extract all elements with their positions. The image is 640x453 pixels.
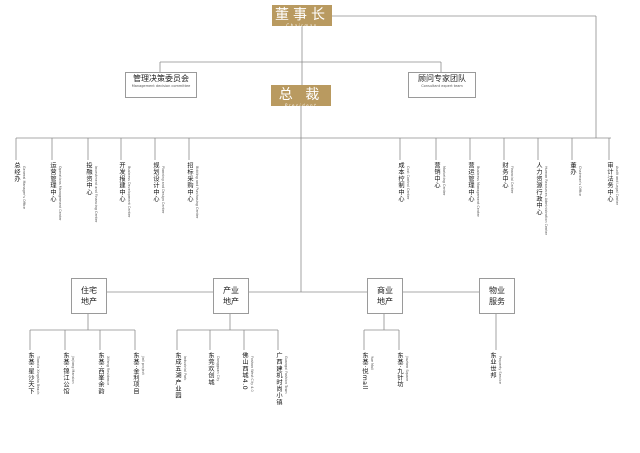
project-ind-0: 东成五湖产业园 bbox=[174, 352, 181, 399]
project-ind-2: 佛山西城4.0 bbox=[241, 352, 248, 391]
dept-chairman-0: 董办 bbox=[569, 162, 576, 176]
project-ind-3: 广西建机时尚小镇 bbox=[275, 352, 282, 406]
dept-right-0: 成本控制中心 bbox=[397, 162, 404, 203]
dept-left-0: 总经办 bbox=[13, 162, 20, 183]
consultants-title: 顾问专家团队 bbox=[418, 74, 466, 83]
group-property-box: 物业 服务 bbox=[479, 278, 515, 314]
project-res-0-en: Tianxia Xingsha Beach bbox=[36, 356, 40, 395]
chairman-subtitle: Chairman bbox=[286, 23, 318, 28]
group-commercial-label: 商业 地产 bbox=[377, 286, 393, 306]
project-res-0: 东基·星沙天下 bbox=[27, 352, 34, 395]
president-box: 总 裁 President bbox=[271, 85, 331, 108]
committee-title: 管理决策委员会 bbox=[133, 74, 189, 83]
dept-left-1: 运营管理中心 bbox=[49, 162, 56, 203]
committee-box: 管理决策委员会 Management decision committee bbox=[125, 72, 197, 98]
dept-left-1-en: Operations Management Center bbox=[58, 166, 62, 221]
project-res-2-en: Xifeng Residence bbox=[106, 356, 110, 386]
group-property-label: 物业 服务 bbox=[489, 286, 505, 306]
dept-right-0-en: Cost Control Center bbox=[406, 166, 410, 200]
project-com-0: 东基·悦mall bbox=[361, 352, 368, 390]
project-ind-3-en: Guangxi Fashion Town bbox=[284, 356, 288, 394]
group-industrial-label: 产业 地产 bbox=[223, 286, 239, 306]
project-ind-1-en: Dongguan City bbox=[216, 356, 220, 382]
project-ind-2-en: Foshan West City 4.0 bbox=[250, 356, 254, 392]
dept-left-5-en: Bidding and Purchasing Center bbox=[195, 166, 199, 219]
consultants-box: 顾问专家团队 Consultant expert team bbox=[408, 72, 476, 98]
project-ind-0-en: Industrial Park bbox=[183, 356, 187, 381]
project-com-0-en: Yue Mall bbox=[370, 356, 374, 370]
dept-right-1-en: Marketing Center bbox=[442, 166, 446, 196]
dept-left-5: 招标采购中心 bbox=[186, 162, 193, 203]
project-res-1: 东基·锦江公馆 bbox=[62, 352, 69, 395]
project-res-3: 东基·金利项目 bbox=[132, 352, 139, 395]
dept-right-3: 财务中心 bbox=[501, 162, 508, 189]
president-subtitle: President bbox=[284, 103, 318, 108]
project-res-1-en: Jinjiang Mansion bbox=[71, 356, 75, 384]
dept-right-2-en: Business Management Center bbox=[476, 166, 480, 217]
consultants-subtitle: Consultant expert team bbox=[421, 84, 463, 88]
dept-right-1: 营销中心 bbox=[433, 162, 440, 189]
group-commercial-box: 商业 地产 bbox=[367, 278, 403, 314]
project-com-1: 东基·九针坊 bbox=[396, 352, 403, 388]
chairman-title: 董事长 bbox=[275, 7, 329, 23]
project-ind-1: 东莞欢创城 bbox=[207, 352, 214, 386]
president-title: 总 裁 bbox=[278, 87, 324, 103]
dept-right-4: 人力资源行政中心 bbox=[535, 162, 542, 216]
dept-right-2: 营运管理中心 bbox=[467, 162, 474, 203]
project-res-2: 东基·西峯余韵 bbox=[97, 352, 104, 395]
project-com-1-en: Jiuzhen Square bbox=[405, 356, 409, 382]
chairman-box: 董事长 Chairman bbox=[272, 5, 332, 28]
group-residential-label: 住宅 地产 bbox=[81, 286, 97, 306]
group-industrial-box: 产业 地产 bbox=[213, 278, 249, 314]
dept-chairman-0-en: Chairman's Office bbox=[578, 166, 582, 197]
project-pro-0-en: Property Service bbox=[498, 356, 502, 384]
dept-right-3-en: Financial Center bbox=[510, 166, 514, 194]
project-res-3-en: Jinli project bbox=[141, 356, 145, 375]
dept-chairman-1-en: Audit and Legal Center bbox=[615, 166, 619, 206]
dept-chairman-1: 审计法务中心 bbox=[606, 162, 613, 203]
dept-right-4-en: Human Resources Administration Center bbox=[544, 166, 548, 235]
dept-left-4: 规划设计中心 bbox=[152, 162, 159, 203]
dept-left-2-en: Investment and Financing Center bbox=[94, 166, 98, 223]
dept-left-3: 开发报建中心 bbox=[118, 162, 125, 203]
project-pro-0: 东业世邦 bbox=[489, 352, 496, 379]
dept-left-3-en: Business Development Center bbox=[127, 166, 131, 218]
dept-left-0-en: General Manager's Office bbox=[22, 166, 26, 209]
group-residential-box: 住宅 地产 bbox=[71, 278, 107, 314]
committee-subtitle: Management decision committee bbox=[131, 84, 191, 88]
dept-left-2: 投融资中心 bbox=[85, 162, 92, 196]
dept-left-4-en: Planning and Design Center bbox=[161, 166, 165, 214]
